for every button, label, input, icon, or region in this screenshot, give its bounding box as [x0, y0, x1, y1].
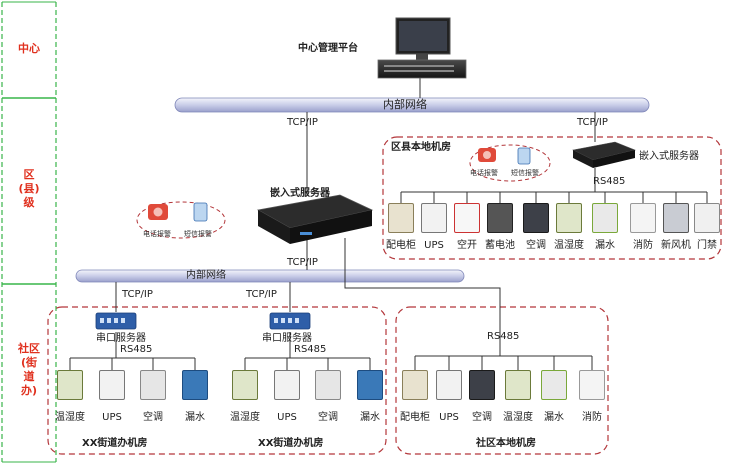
district-device-label-4: 空调 [526, 240, 546, 251]
community-room-box [395, 306, 609, 455]
tcpip-label-sub: TCP/IP [287, 257, 318, 268]
tier-district-label: 区(县)级 [18, 168, 40, 209]
embedded-server-icon [256, 194, 374, 244]
serial-server-icon-2 [269, 312, 311, 330]
community-device-icon-4 [541, 370, 567, 400]
street1-device-label-1: UPS [102, 412, 122, 423]
district-sms-alarm-label: 短信报警 [511, 169, 539, 177]
district-device-icon-8 [663, 203, 689, 233]
district-device-icon-2 [454, 203, 480, 233]
district-room-box [382, 136, 722, 260]
street2-device-label-3: 漏水 [360, 412, 380, 423]
rs485-label-community: RS485 [487, 331, 520, 342]
district-device-label-9: 门禁 [697, 240, 717, 251]
community-device-icon-3 [505, 370, 531, 400]
district-device-icon-0 [388, 203, 414, 233]
phone-alarm-icon-main [148, 204, 168, 220]
internal-network-pipe-sub [75, 269, 465, 283]
main-sms-alarm-label: 短信报警 [184, 230, 212, 238]
community-device-label-3: 温湿度 [503, 412, 533, 423]
rs485-label-district: RS485 [593, 176, 626, 187]
main-phone-alarm-label: 电话报警 [143, 230, 171, 238]
management-workstation-icon [377, 17, 467, 79]
street2-device-label-2: 空调 [318, 412, 338, 423]
street1-device-label-2: 空调 [143, 412, 163, 423]
street1-device-icon-1 [99, 370, 125, 400]
district-device-label-3: 蓄电池 [485, 240, 515, 251]
district-device-icon-3 [487, 203, 513, 233]
serial-server-label-2: 串口服务器 [262, 333, 312, 344]
street1-device-icon-3 [182, 370, 208, 400]
serial-server-label-1: 串口服务器 [96, 333, 146, 344]
tcpip-label-district: TCP/IP [577, 117, 608, 128]
district-device-icon-7 [630, 203, 656, 233]
street1-device-label-3: 漏水 [185, 412, 205, 423]
community-device-label-2: 空调 [472, 412, 492, 423]
internal-network-sub-label: 内部网络 [186, 270, 226, 281]
tcpip-label-street-1: TCP/IP [122, 289, 153, 300]
district-device-label-8: 新风机 [661, 240, 691, 251]
district-device-icon-5 [556, 203, 582, 233]
district-device-label-1: UPS [424, 240, 444, 251]
community-device-label-1: UPS [439, 412, 459, 423]
community-room-title: 社区本地机房 [476, 438, 536, 449]
district-device-label-2: 空开 [457, 240, 477, 251]
street-room-title-1: XX街道办机房 [82, 438, 148, 449]
district-device-icon-6 [592, 203, 618, 233]
street2-device-icon-0 [232, 370, 258, 400]
district-device-label-7: 消防 [633, 240, 653, 251]
tier-center-label: 中心 [18, 42, 40, 55]
community-device-label-4: 漏水 [544, 412, 564, 423]
community-device-label-5: 消防 [582, 412, 602, 423]
street1-device-label-0: 温湿度 [55, 412, 85, 423]
street-rooms-box [47, 306, 387, 455]
street2-device-icon-3 [357, 370, 383, 400]
street2-device-icon-1 [274, 370, 300, 400]
district-device-label-6: 漏水 [595, 240, 615, 251]
street2-device-label-0: 温湿度 [230, 412, 260, 423]
district-server-label: 嵌入式服务器 [639, 151, 699, 162]
sms-alarm-icon [517, 147, 531, 165]
district-device-icon-1 [421, 203, 447, 233]
district-device-icon-4 [523, 203, 549, 233]
district-device-label-0: 配电柜 [386, 240, 416, 251]
phone-alarm-icon [478, 148, 496, 162]
street2-device-label-1: UPS [277, 412, 297, 423]
main-server-label: 嵌入式服务器 [270, 188, 330, 199]
rs485-label-street-1: RS485 [120, 344, 153, 355]
community-device-label-0: 配电柜 [400, 412, 430, 423]
tier-community-label: 社区(街道办) [18, 342, 40, 397]
district-room-title: 区县本地机房 [391, 142, 451, 153]
community-device-icon-0 [402, 370, 428, 400]
community-device-icon-5 [579, 370, 605, 400]
district-phone-alarm-label: 电话报警 [470, 169, 498, 177]
district-device-icon-9 [694, 203, 720, 233]
community-device-icon-1 [436, 370, 462, 400]
center-platform-title: 中心管理平台 [298, 43, 358, 54]
street1-device-icon-2 [140, 370, 166, 400]
sms-alarm-icon-main [193, 202, 208, 222]
serial-server-icon-1 [95, 312, 137, 330]
district-embedded-server-icon [572, 141, 636, 168]
tcpip-label-street-2: TCP/IP [246, 289, 277, 300]
district-device-label-5: 温湿度 [554, 240, 584, 251]
rs485-label-street-2: RS485 [294, 344, 327, 355]
internal-network-top-label: 内部网络 [383, 98, 427, 111]
community-device-icon-2 [469, 370, 495, 400]
internal-network-pipe-top [174, 97, 650, 113]
tcpip-label-main: TCP/IP [287, 117, 318, 128]
street1-device-icon-0 [57, 370, 83, 400]
street-room-title-2: XX街道办机房 [258, 438, 324, 449]
street2-device-icon-2 [315, 370, 341, 400]
